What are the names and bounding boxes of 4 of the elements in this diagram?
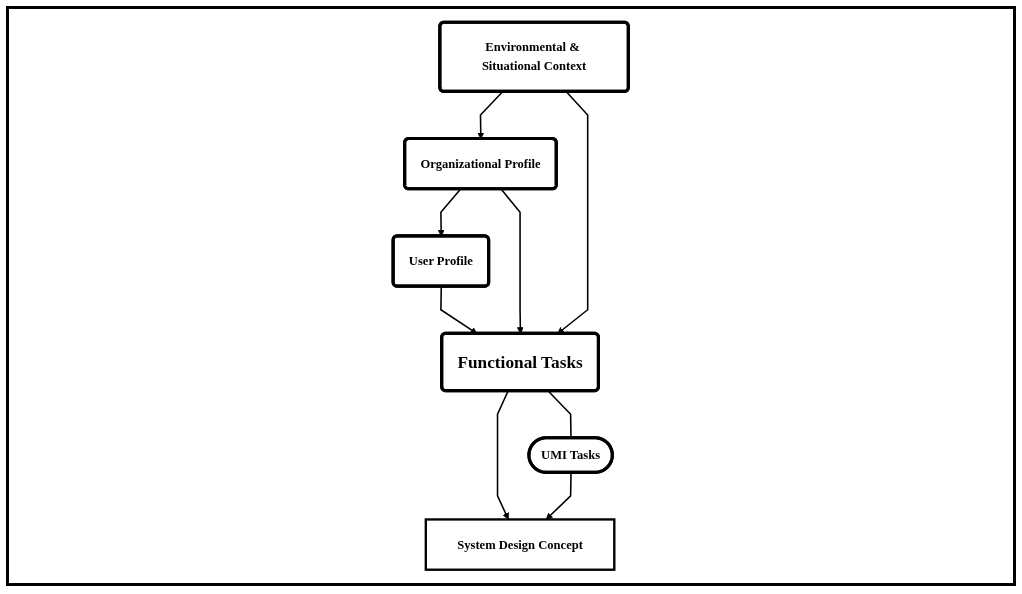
arrow [497,390,510,520]
arrow [500,188,525,334]
node-box: System Design Concept [424,518,616,571]
arrow [557,91,589,334]
